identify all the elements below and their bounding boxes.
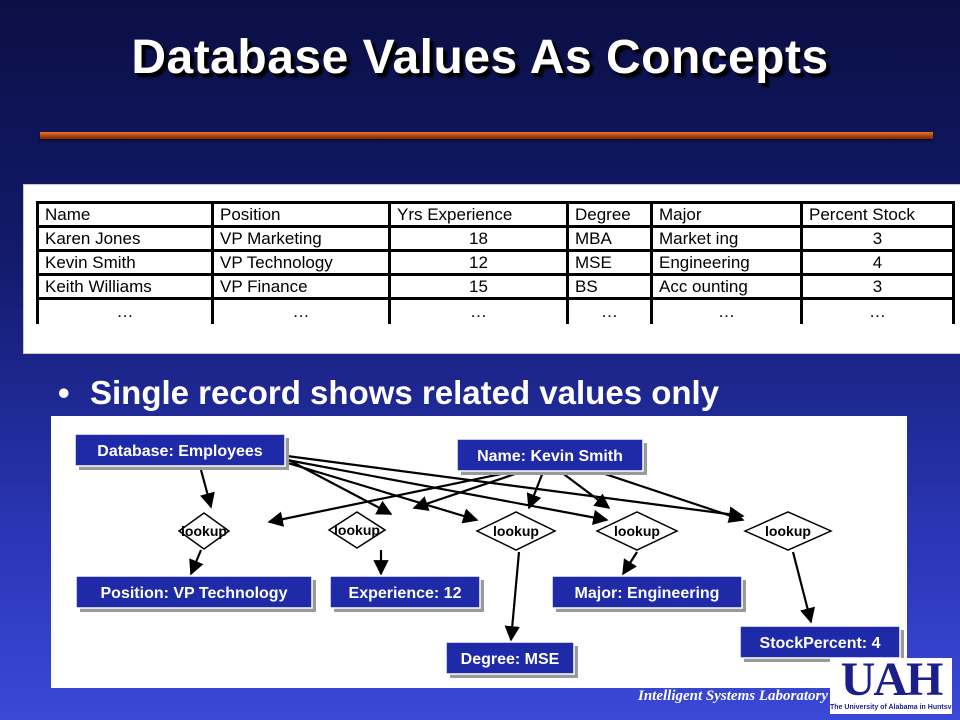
edge (286, 454, 745, 522)
column-header: Yrs Experience (388, 201, 569, 228)
table-cell: 3 (800, 273, 955, 300)
edge (526, 471, 545, 510)
table-row: Keith Williams VP Finance 15 BS Acc ount… (36, 273, 955, 300)
table-cell: VP Finance (211, 273, 391, 300)
node-label: Name: Kevin Smith (477, 448, 623, 465)
edge (622, 551, 638, 576)
concept-diagram-panel: lookup lookup lookup lookup lookup Datab… (51, 416, 907, 688)
title-underline (40, 132, 933, 139)
logo-caption: The University of Alabama in Huntsville (830, 704, 952, 711)
table-cell: … (388, 297, 569, 324)
bullet-text: Single record shows related values only (90, 374, 720, 411)
node-label: Database: Employees (97, 443, 263, 460)
table-row: Kevin Smith VP Technology 12 MSE Enginee… (36, 249, 955, 276)
table-cell: 4 (800, 249, 955, 276)
table-cell: 18 (388, 225, 569, 252)
edge (280, 459, 479, 524)
table-cell: Engineering (650, 249, 803, 276)
lookup-label: lookup (181, 523, 227, 539)
table-cell: … (650, 297, 803, 324)
table-cell: BS (566, 273, 653, 300)
column-header: Major (650, 201, 803, 228)
concept-node-stock: StockPercent: 4 (739, 625, 904, 662)
lookup-label: lookup (614, 523, 660, 539)
edge (586, 466, 745, 523)
edge (199, 469, 215, 509)
footer-lab-name: Intelligent Systems Laboratory (637, 688, 828, 704)
lookup-node: lookup (743, 511, 833, 551)
uah-logo: UAH The University of Alabama in Huntsvi… (830, 653, 952, 714)
table-cell: Kevin Smith (36, 249, 214, 276)
bullet-dot-icon: • (58, 374, 70, 411)
concept-node-position: Position: VP Technology (75, 575, 316, 612)
edge (412, 470, 522, 511)
table-row: … … … … … … (36, 297, 955, 324)
diagram-edges (189, 454, 816, 642)
table-cell: VP Technology (211, 249, 391, 276)
concept-node-experience: Experience: 12 (329, 575, 484, 612)
table-cell: Karen Jones (36, 225, 214, 252)
lookup-node: lookup (327, 511, 387, 549)
lookup-label: lookup (765, 523, 811, 539)
edge (267, 470, 512, 527)
table-cell: 3 (800, 225, 955, 252)
edge (280, 455, 393, 515)
table-header-row: Name Position Yrs Experience Degree Majo… (36, 201, 955, 228)
table-cell: … (211, 297, 391, 324)
lookup-node: lookup (177, 512, 231, 550)
node-label: Position: VP Technology (101, 585, 288, 602)
column-header: Degree (566, 201, 653, 228)
edge (189, 549, 204, 576)
table-cell: … (800, 297, 955, 324)
table-cell: Keith Williams (36, 273, 214, 300)
column-header: Position (211, 201, 391, 228)
node-label: Degree: MSE (461, 651, 560, 668)
table-cell: Acc ounting (650, 273, 803, 300)
employee-table-panel: Name Position Yrs Experience Degree Majo… (24, 185, 960, 353)
logo-letters: UAH (840, 653, 944, 706)
lookup-node: lookup (475, 511, 557, 551)
edge (560, 471, 611, 509)
concept-node-major: Major: Engineering (551, 575, 746, 612)
lookup-label: lookup (493, 523, 539, 539)
column-header: Percent Stock (800, 201, 955, 228)
node-label: Experience: 12 (349, 585, 462, 602)
table-cell: 15 (388, 273, 569, 300)
table-cell: MSE (566, 249, 653, 276)
table-row: Karen Jones VP Marketing 18 MBA Market i… (36, 225, 955, 252)
node-label: Major: Engineering (575, 585, 720, 602)
concept-diagram: lookup lookup lookup lookup lookup Datab… (74, 433, 904, 678)
lookup-label: lookup (334, 522, 380, 538)
concept-node-database: Database: Employees (74, 433, 289, 470)
edge (286, 458, 609, 526)
employee-table: Name Position Yrs Experience Degree Majo… (36, 201, 955, 324)
bullet-point: • Single record shows related values only (58, 374, 719, 414)
column-header: Name (36, 201, 214, 228)
table-cell: MBA (566, 225, 653, 252)
edge (504, 551, 521, 642)
node-label: StockPercent: 4 (760, 635, 881, 652)
table-cell: 12 (388, 249, 569, 276)
concept-node-name: Name: Kevin Smith (456, 438, 647, 475)
edge (791, 551, 816, 624)
table-cell: … (36, 297, 214, 324)
table-cell: Market ing (650, 225, 803, 252)
slide-title: Database Values As Concepts (131, 31, 829, 84)
lookup-node: lookup (595, 511, 679, 551)
concept-node-degree: Degree: MSE (445, 641, 578, 678)
table-cell: … (566, 297, 653, 324)
table-cell: VP Marketing (211, 225, 391, 252)
